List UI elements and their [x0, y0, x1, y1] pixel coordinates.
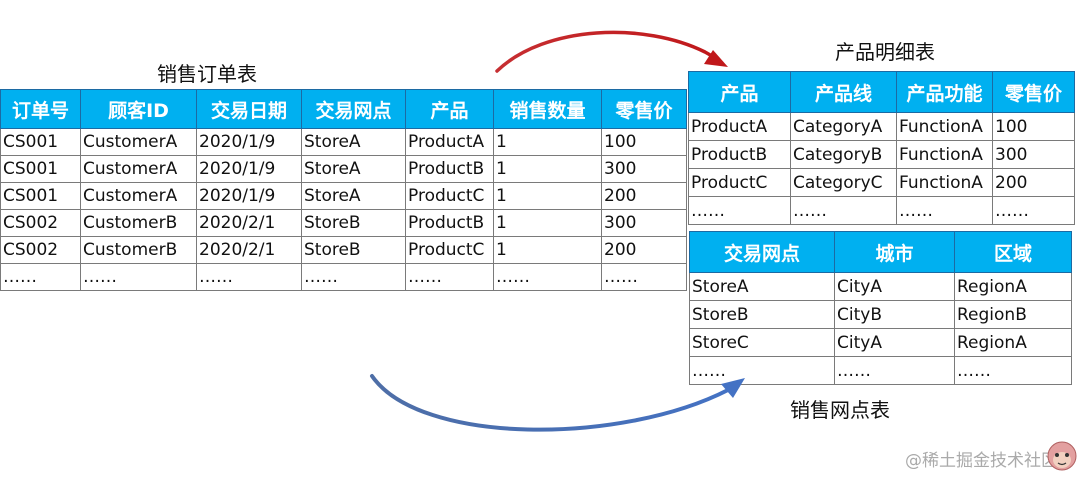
orders-cell: …… — [601, 263, 687, 291]
products-table-caption: 产品明细表 — [835, 40, 935, 64]
orders-header-cell: 产品 — [405, 89, 494, 129]
orders-cell: ProductB — [405, 209, 494, 237]
products-cell: 300 — [992, 140, 1075, 169]
orders-cell: …… — [196, 263, 302, 291]
stores-cell: StoreA — [689, 272, 835, 301]
orders-to-stores-arrow — [370, 374, 730, 432]
orders-cell: …… — [493, 263, 602, 291]
stores-cell: CityA — [834, 328, 955, 357]
orders-cell: 2020/1/9 — [196, 155, 302, 183]
orders-cell: …… — [301, 263, 406, 291]
products-cell: CategoryB — [790, 140, 897, 169]
orders-cell: CustomerA — [80, 128, 197, 156]
orders-header-cell: 销售数量 — [493, 89, 602, 129]
orders-header-cell: 交易日期 — [196, 89, 302, 129]
products-header-cell: 产品功能 — [896, 71, 993, 113]
orders-cell: ProductB — [405, 155, 494, 183]
watermark-text: @稀土掘金技术社区 — [905, 451, 1058, 471]
orders-cell: 200 — [601, 182, 687, 210]
products-header-cell: 零售价 — [992, 71, 1075, 113]
products-cell: ProductA — [688, 112, 791, 141]
stores-cell: CityB — [834, 300, 955, 329]
products-table-header-row: 产品产品线产品功能零售价 — [688, 71, 1075, 113]
orders-cell: CS002 — [0, 236, 81, 264]
orders-cell: 300 — [601, 155, 687, 183]
table-row: …………………… — [688, 196, 1075, 225]
products-cell: FunctionA — [896, 140, 993, 169]
stores-cell: RegionA — [954, 328, 1072, 357]
orders-cell: ProductA — [405, 128, 494, 156]
orders-to-products-arrow — [495, 30, 714, 73]
table-row: ……………… — [689, 356, 1072, 385]
orders-cell: …… — [0, 263, 81, 291]
stores-header-cell: 城市 — [834, 231, 955, 273]
products-cell: …… — [992, 196, 1075, 225]
orders-cell: CS002 — [0, 209, 81, 237]
products-cell: …… — [790, 196, 897, 225]
monkey-logo-icon — [1047, 441, 1077, 471]
orders-cell: …… — [80, 263, 197, 291]
orders-cell: StoreA — [301, 182, 406, 210]
products-header-cell: 产品线 — [790, 71, 897, 113]
orders-cell: CustomerA — [80, 182, 197, 210]
orders-cell: StoreB — [301, 209, 406, 237]
orders-cell: 2020/1/9 — [196, 182, 302, 210]
orders-cell: 100 — [601, 128, 687, 156]
orders-cell: 2020/2/1 — [196, 209, 302, 237]
products-cell: 200 — [992, 168, 1075, 197]
products-cell: …… — [688, 196, 791, 225]
products-cell: 100 — [992, 112, 1075, 141]
products-cell: ProductC — [688, 168, 791, 197]
orders-cell: ProductC — [405, 236, 494, 264]
orders-cell: 2020/2/1 — [196, 236, 302, 264]
orders-to-stores-arrowhead — [721, 378, 745, 398]
stores-cell: StoreC — [689, 328, 835, 357]
orders-to-products-arrowhead — [704, 50, 728, 67]
orders-cell: StoreA — [301, 128, 406, 156]
products-cell: …… — [896, 196, 993, 225]
orders-header-cell: 零售价 — [601, 89, 687, 129]
orders-cell: 1 — [493, 236, 602, 264]
orders-cell: CustomerB — [80, 236, 197, 264]
products-cell: CategoryC — [790, 168, 897, 197]
orders-cell: 2020/1/9 — [196, 128, 302, 156]
products-cell: FunctionA — [896, 112, 993, 141]
stores-table-caption: 销售网点表 — [790, 398, 890, 422]
orders-cell: CS001 — [0, 182, 81, 210]
orders-cell: CS001 — [0, 128, 81, 156]
orders-table-caption: 销售订单表 — [157, 62, 257, 86]
orders-cell: CustomerB — [80, 209, 197, 237]
orders-cell: …… — [405, 263, 494, 291]
table-row: …………………………………… — [0, 263, 687, 291]
stores-cell: RegionB — [954, 300, 1072, 329]
stores-cell: …… — [689, 356, 835, 385]
stores-cell: …… — [834, 356, 955, 385]
stores-cell: …… — [954, 356, 1072, 385]
products-header-cell: 产品 — [688, 71, 791, 113]
products-cell: ProductB — [688, 140, 791, 169]
products-cell: CategoryA — [790, 112, 897, 141]
stores-cell: StoreB — [689, 300, 835, 329]
orders-header-cell: 交易网点 — [301, 89, 406, 129]
stores-header-cell: 区域 — [954, 231, 1072, 273]
stores-cell: RegionA — [954, 272, 1072, 301]
orders-cell: 300 — [601, 209, 687, 237]
